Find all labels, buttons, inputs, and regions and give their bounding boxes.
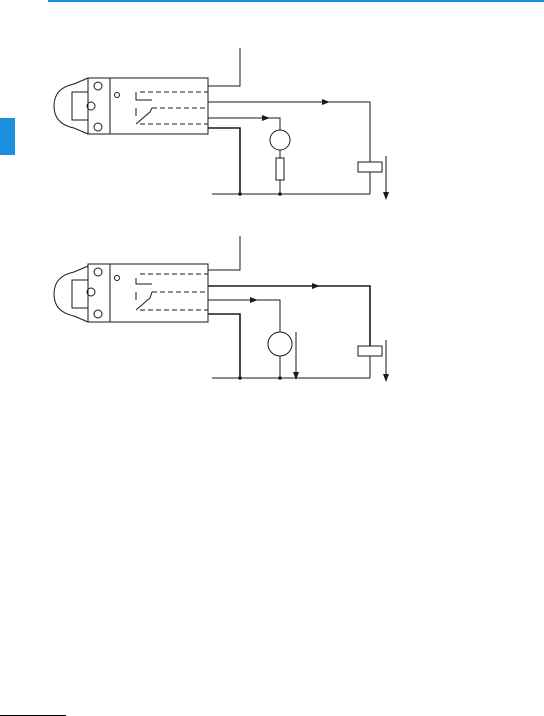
arrow-right-icon bbox=[312, 283, 320, 289]
contact-nc bbox=[136, 92, 152, 100]
resistor-icon bbox=[276, 158, 284, 180]
junction-dot bbox=[238, 192, 242, 196]
common-lead bbox=[208, 48, 240, 86]
arrow-down-icon bbox=[383, 374, 389, 382]
plunger-icon bbox=[54, 266, 88, 322]
output-line-relay bbox=[208, 102, 370, 162]
mount-hole-icon bbox=[94, 268, 102, 276]
output-line-motor bbox=[208, 300, 280, 332]
lower-diagram-svg bbox=[40, 228, 420, 398]
arrow-right-icon bbox=[250, 297, 258, 303]
ground-lead bbox=[208, 314, 240, 378]
contact-blade bbox=[136, 108, 152, 124]
plunger-barrel bbox=[72, 92, 88, 120]
junction-dot bbox=[278, 192, 282, 196]
common-lead bbox=[208, 236, 240, 270]
contact-blade bbox=[136, 292, 152, 310]
motor-icon bbox=[270, 130, 290, 150]
mount-hole-icon bbox=[94, 82, 102, 90]
switch-body bbox=[88, 264, 208, 322]
mount-hole-icon bbox=[94, 310, 102, 318]
arrow-right-icon bbox=[262, 115, 270, 121]
relay-coil-icon bbox=[358, 162, 382, 172]
arrow-right-icon bbox=[322, 99, 330, 105]
switch-body bbox=[88, 78, 208, 134]
lower-wiring-diagram bbox=[40, 228, 420, 398]
output-line-relay bbox=[208, 286, 370, 346]
chapter-tab bbox=[0, 118, 15, 155]
mount-hole-icon bbox=[94, 123, 102, 131]
plunger-icon bbox=[54, 78, 88, 134]
terminal-dot-icon bbox=[115, 93, 120, 98]
plunger-barrel bbox=[72, 280, 88, 308]
contact-nc bbox=[136, 278, 152, 284]
ground-lead bbox=[208, 128, 240, 194]
arrow-down-icon bbox=[293, 372, 299, 380]
motor-icon bbox=[268, 332, 292, 356]
header-rule bbox=[48, 0, 544, 2]
arrow-down-icon bbox=[383, 192, 389, 200]
upper-diagram-svg bbox=[40, 40, 420, 210]
relay-coil-icon bbox=[358, 346, 382, 356]
terminal-dot-icon bbox=[115, 276, 120, 281]
junction-dot bbox=[278, 376, 282, 380]
upper-wiring-diagram bbox=[40, 40, 420, 210]
junction-dot bbox=[238, 376, 242, 380]
